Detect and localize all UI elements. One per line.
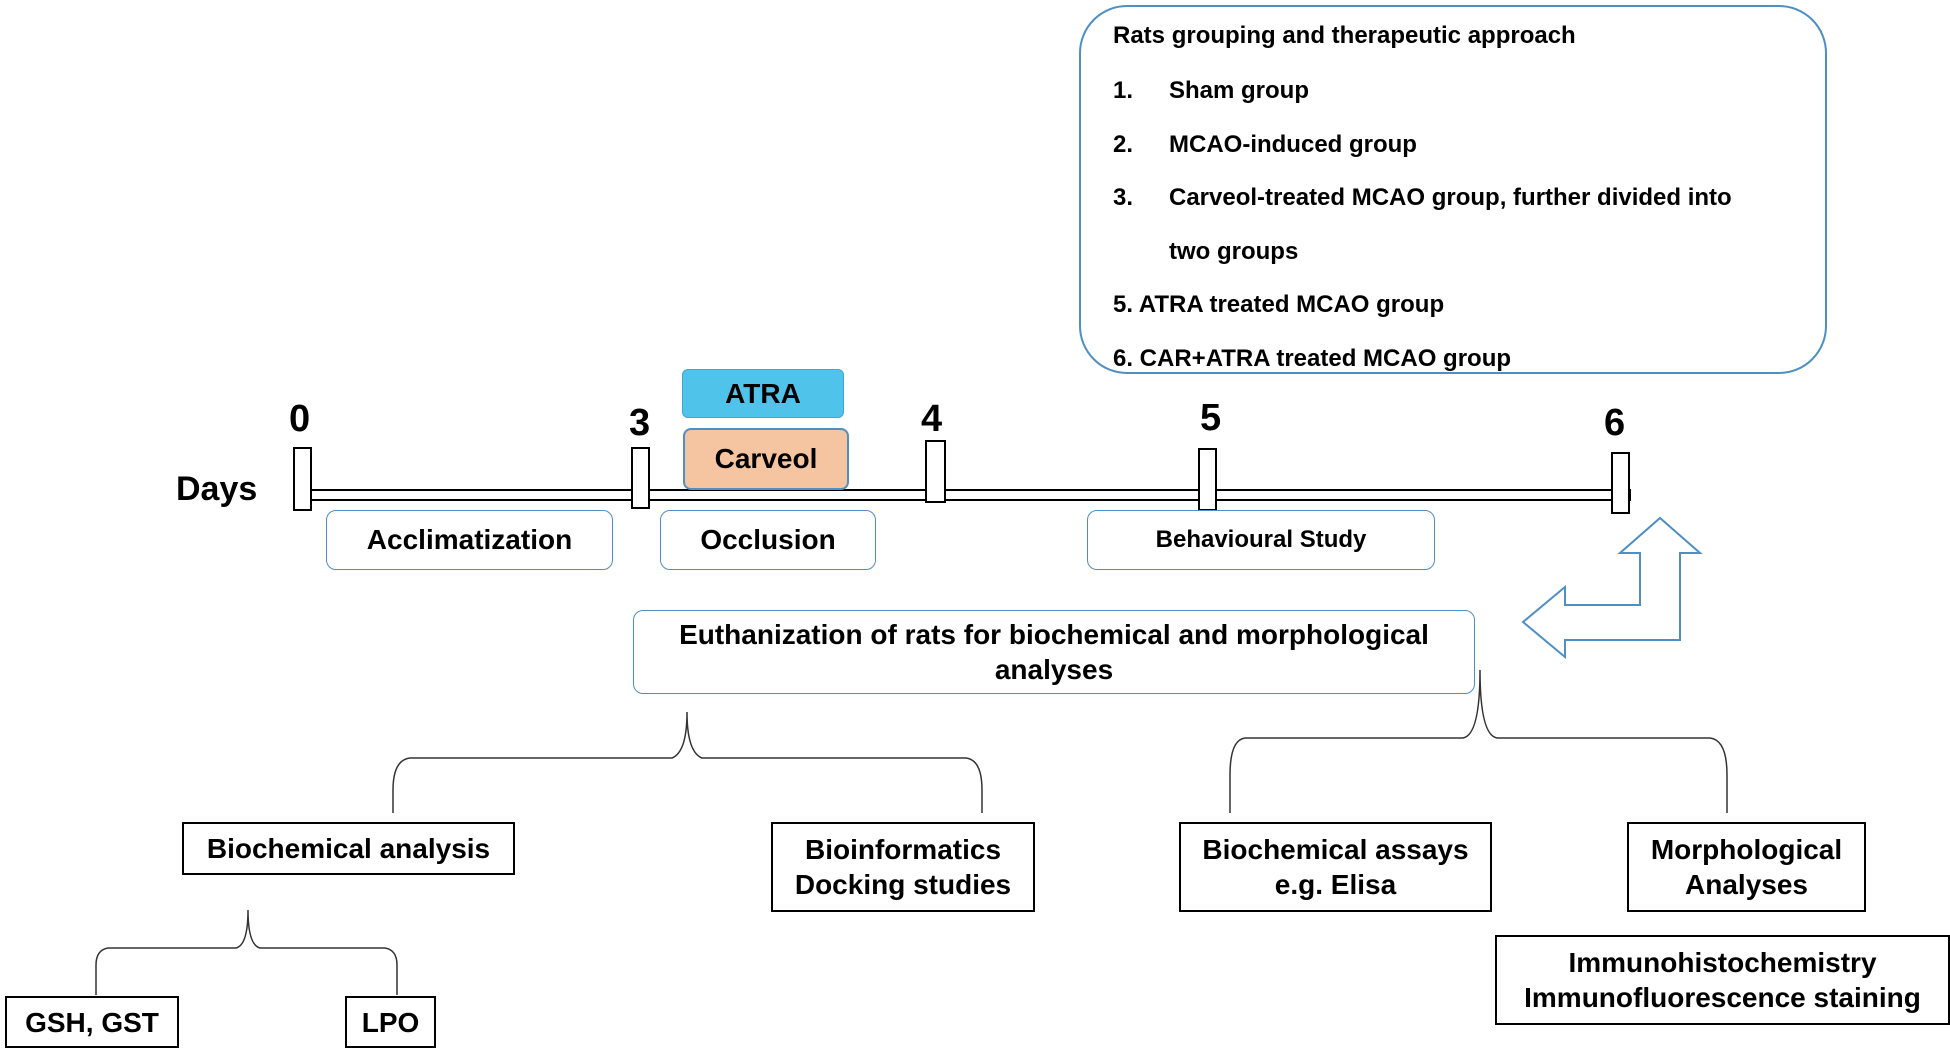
immuno-box: Immunohistochemistry Immunofluorescence …: [1495, 935, 1950, 1025]
day-tick-label: 0: [289, 398, 311, 440]
timeline-bar: [299, 489, 1631, 501]
group-item-6: 6. CAR+ATRA treated MCAO group: [1113, 345, 1512, 372]
brace-right: [1229, 669, 1728, 813]
bioinformatics-line1: Bioinformatics: [804, 834, 1002, 865]
morphological-line1: Morphological: [1650, 834, 1843, 865]
day-tick-label: 4: [921, 398, 943, 440]
days-axis-label: Days: [176, 470, 258, 508]
gsh-gst-box: GSH, GST: [5, 996, 179, 1048]
day-tick-label: 5: [1200, 397, 1222, 439]
bioinformatics-line2: Docking studies: [794, 869, 1012, 900]
tick-marker-5: [1198, 448, 1217, 511]
euthanization-box: Euthanization of rats for biochemical an…: [633, 610, 1475, 694]
group-item-text: two groups: [1169, 238, 1299, 265]
biochemical-assays-line1: Biochemical assays: [1202, 834, 1469, 865]
group-item-5: 5. ATRA treated MCAO group: [1113, 291, 1445, 318]
carveol-treatment-box: Carveol: [683, 428, 849, 490]
morphological-box: Morphological Analyses: [1627, 822, 1866, 912]
tick-marker-3: [631, 447, 650, 509]
lpo-box: LPO: [345, 996, 436, 1048]
occlusion-phase: Occlusion: [660, 510, 876, 570]
immuno-line2: Immunofluorescence staining: [1524, 982, 1921, 1013]
tick-marker-4: [925, 440, 946, 503]
group-item-number: 1.: [1113, 77, 1134, 104]
gsh-gst-label: GSH, GST: [25, 1006, 159, 1038]
group-item-number: 2.: [1113, 131, 1134, 158]
group-item-number: 3.: [1113, 184, 1134, 211]
acclimatization-phase: Acclimatization: [326, 510, 613, 570]
rat-grouping-panel: Rats grouping and therapeutic approach 1…: [1079, 5, 1827, 374]
atra-treatment-box: ATRA: [682, 369, 844, 418]
tick-marker-0: [293, 447, 312, 511]
tick-marker-6: [1611, 452, 1630, 514]
biochemical-analysis-box: Biochemical analysis: [182, 822, 515, 875]
lpo-label: LPO: [361, 1006, 420, 1038]
brace-bottom: [95, 909, 398, 995]
biochemical-analysis-label: Biochemical analysis: [206, 833, 491, 864]
day-tick-label: 3: [629, 402, 651, 444]
group-item-text: Sham group: [1169, 77, 1310, 104]
l-arrow-icon: [1521, 516, 1703, 660]
brace-left: [392, 711, 983, 813]
group-item-text: MCAO-induced group: [1169, 131, 1417, 158]
biochemical-assays-line2: e.g. Elisa: [1274, 869, 1397, 900]
day-tick-label: 6: [1604, 402, 1626, 444]
behavioural-study-phase: Behavioural Study: [1087, 510, 1435, 570]
group-item-text: Carveol-treated MCAO group, further divi…: [1169, 184, 1732, 211]
bioinformatics-box: Bioinformatics Docking studies: [771, 822, 1035, 912]
morphological-line2: Analyses: [1685, 869, 1808, 900]
immuno-line1: Immunohistochemistry: [1568, 947, 1877, 978]
biochemical-assays-box: Biochemical assays e.g. Elisa: [1179, 822, 1492, 912]
grouping-title: Rats grouping and therapeutic approach: [1113, 22, 1576, 49]
